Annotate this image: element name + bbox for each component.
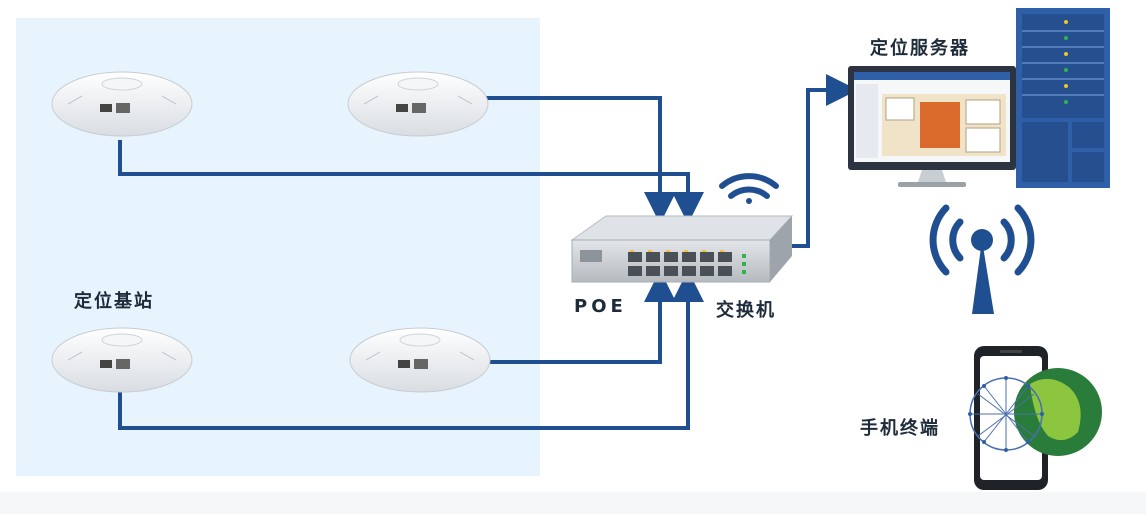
switch-label: 交换机 (716, 300, 776, 321)
poe-switch-icon (570, 215, 794, 283)
link-ap1 (118, 140, 704, 224)
server-rack-icon (1016, 8, 1110, 188)
link-ap3 (490, 270, 676, 364)
link-server (790, 74, 858, 248)
globe-network-icon (968, 368, 1102, 456)
poe-label: POE (574, 296, 627, 317)
ceiling-ap-icon (51, 71, 193, 137)
signal-tower-icon (929, 204, 1035, 314)
server-label: 定位服务器 (870, 38, 970, 59)
wifi-icon (719, 173, 779, 204)
link-ap2 (484, 96, 676, 224)
bottom-band (0, 492, 1146, 514)
base-station-label: 定位基站 (74, 291, 154, 312)
phone-label: 手机终端 (860, 418, 940, 439)
ceiling-ap-icon (51, 327, 193, 393)
ceiling-ap-icon (347, 71, 489, 137)
link-ap4 (118, 270, 704, 430)
monitor-icon (848, 66, 1016, 187)
ceiling-ap-icon (349, 327, 491, 393)
